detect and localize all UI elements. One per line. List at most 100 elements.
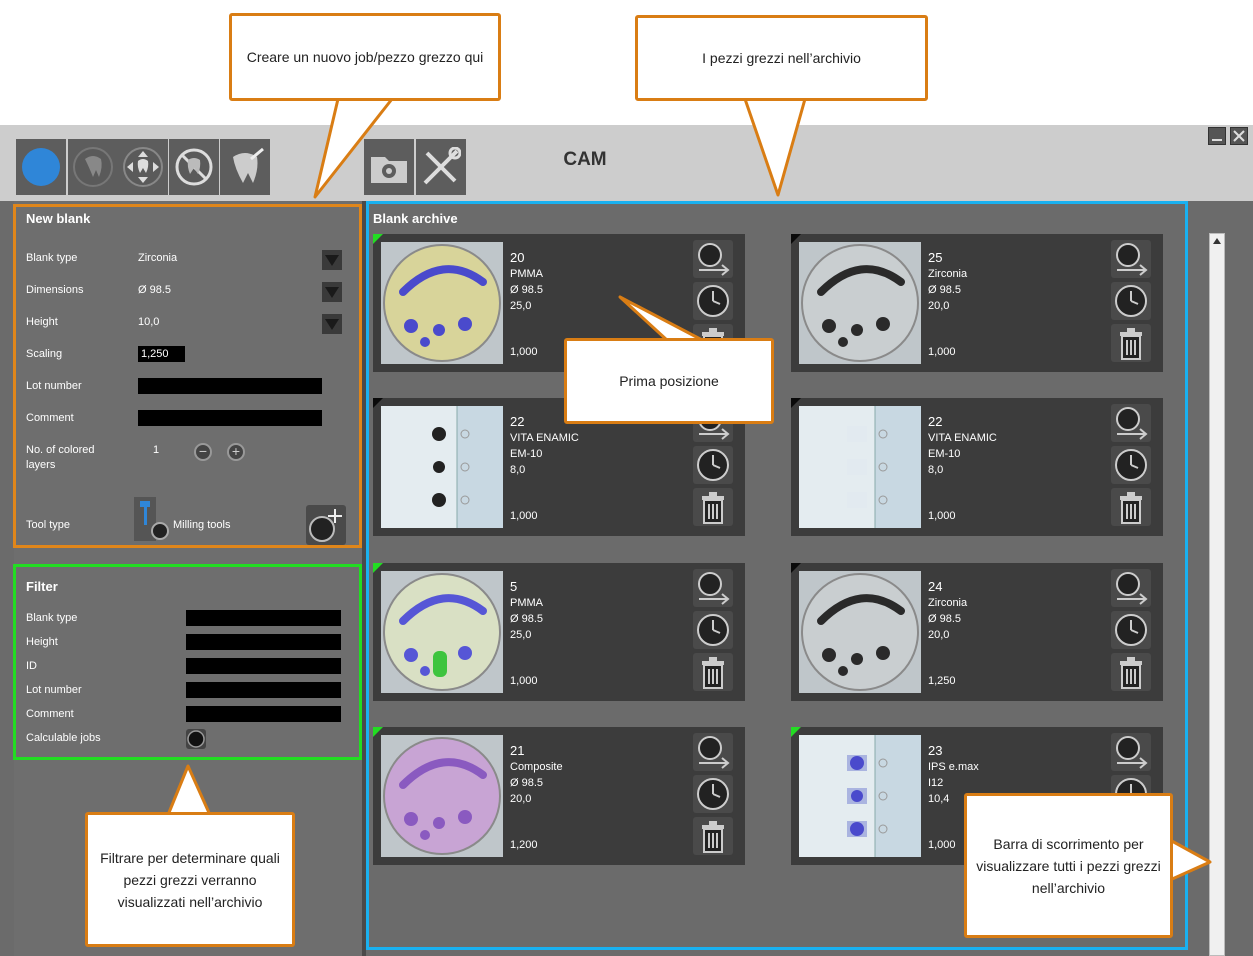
blank-scale: 1,000 bbox=[928, 346, 956, 358]
dimensions-label: Dimensions bbox=[26, 284, 84, 296]
filter-id-input[interactable] bbox=[186, 658, 341, 674]
blank-dimension: Ø 98.5 bbox=[928, 284, 962, 296]
tab-tools[interactable] bbox=[416, 139, 466, 195]
callout-filter: Filtrare per determinare quali pezzi gre… bbox=[85, 812, 295, 947]
blank-info: 22 VITA ENAMIC EM-10 8,0 bbox=[510, 414, 579, 478]
history-icon bbox=[697, 614, 729, 646]
create-blank-button[interactable] bbox=[306, 505, 346, 545]
blank-card[interactable]: 5 PMMA Ø 98.5 25,0 1,000 bbox=[373, 563, 745, 701]
load-blank-button[interactable] bbox=[1111, 569, 1151, 607]
load-blank-button[interactable] bbox=[1111, 404, 1151, 442]
scaling-input[interactable]: 1,250 bbox=[138, 346, 185, 362]
delete-blank-button[interactable] bbox=[693, 817, 733, 855]
blank-card[interactable]: 25 Zirconia Ø 98.5 20,0 1,000 bbox=[791, 234, 1163, 372]
filter-blank-type-input[interactable] bbox=[186, 610, 341, 626]
layers-increment-button[interactable]: + bbox=[227, 443, 245, 461]
load-arrow-icon bbox=[1116, 407, 1148, 440]
blank-id: 21 bbox=[510, 743, 525, 758]
settings-folder-icon bbox=[371, 157, 407, 183]
filter-height-input[interactable] bbox=[186, 634, 341, 650]
delete-blank-button[interactable] bbox=[1111, 488, 1151, 526]
load-arrow-icon bbox=[1116, 243, 1148, 276]
blank-thumbnail-frame bbox=[381, 571, 503, 693]
load-blank-button[interactable] bbox=[693, 240, 733, 278]
trash-icon bbox=[702, 657, 724, 689]
minimize-icon bbox=[1212, 139, 1222, 141]
blank-type-dropdown[interactable] bbox=[322, 250, 342, 270]
delete-blank-button[interactable] bbox=[1111, 653, 1151, 691]
history-icon bbox=[697, 778, 729, 810]
panel-divider bbox=[362, 201, 366, 956]
load-blank-button[interactable] bbox=[693, 733, 733, 771]
dimensions-dropdown[interactable] bbox=[322, 282, 342, 302]
tab-move[interactable] bbox=[118, 139, 168, 195]
tool-type-label: Tool type bbox=[26, 519, 71, 531]
toggle-circle-icon bbox=[187, 730, 205, 748]
history-button[interactable] bbox=[1111, 446, 1151, 484]
history-button[interactable] bbox=[693, 446, 733, 484]
blank-id: 22 bbox=[928, 414, 943, 429]
tab-settings-folder[interactable] bbox=[364, 139, 414, 195]
tab-circle[interactable] bbox=[16, 139, 66, 195]
blank-scale: 1,000 bbox=[510, 346, 538, 358]
load-arrow-icon bbox=[1116, 572, 1148, 605]
blank-info: 24 Zirconia Ø 98.5 20,0 bbox=[928, 579, 967, 643]
history-button[interactable] bbox=[1111, 611, 1151, 649]
comment-label: Comment bbox=[26, 412, 74, 424]
tool-type-value: Milling tools bbox=[173, 519, 231, 531]
tab-no-tooth[interactable] bbox=[169, 139, 219, 195]
blank-scale: 1,250 bbox=[928, 675, 956, 687]
blank-thumbnail-frame bbox=[381, 735, 503, 857]
blank-card[interactable]: 24 Zirconia Ø 98.5 20,0 1,250 bbox=[791, 563, 1163, 701]
blank-card[interactable]: 22 VITA ENAMIC EM-10 8,0 1,000 bbox=[791, 398, 1163, 536]
blank-material: IPS e.max bbox=[928, 761, 979, 773]
calculable-marker bbox=[373, 234, 383, 244]
comment-input[interactable] bbox=[138, 410, 322, 426]
blank-height: 8,0 bbox=[510, 464, 526, 476]
delete-blank-button[interactable] bbox=[1111, 324, 1151, 362]
history-button[interactable] bbox=[693, 611, 733, 649]
callout-scrollbar: Barra di scorrimento per visualizzare tu… bbox=[964, 793, 1173, 938]
history-button[interactable] bbox=[693, 775, 733, 813]
delete-blank-button[interactable] bbox=[693, 488, 733, 526]
lot-number-input[interactable] bbox=[138, 378, 322, 394]
blank-material: Zirconia bbox=[928, 268, 968, 280]
callout-archive: I pezzi grezzi nell’archivio bbox=[635, 15, 928, 101]
blank-thumbnail-frame bbox=[799, 571, 921, 693]
milling-tool-icon[interactable] bbox=[134, 497, 170, 541]
blank-height: 20,0 bbox=[928, 300, 950, 312]
delete-blank-button[interactable] bbox=[693, 653, 733, 691]
blank-id: 24 bbox=[928, 579, 943, 594]
height-label: Height bbox=[26, 316, 58, 328]
height-value: 10,0 bbox=[138, 316, 160, 328]
history-button[interactable] bbox=[1111, 282, 1151, 320]
blank-thumbnail-frame bbox=[381, 242, 503, 364]
height-dropdown[interactable] bbox=[322, 314, 342, 334]
blank-card[interactable]: 21 Composite Ø 98.5 20,0 1,200 bbox=[373, 727, 745, 865]
minimize-button[interactable] bbox=[1208, 127, 1226, 145]
close-button[interactable] bbox=[1230, 127, 1248, 145]
new-blank-title: New blank bbox=[26, 211, 91, 226]
blank-dimension: EM-10 bbox=[928, 448, 961, 460]
blank-scale: 1,000 bbox=[928, 510, 956, 522]
filter-lot-input[interactable] bbox=[186, 682, 341, 698]
filter-comment-label: Comment bbox=[26, 708, 74, 720]
blank-id: 23 bbox=[928, 743, 943, 758]
filter-comment-input[interactable] bbox=[186, 706, 341, 722]
blank-type-label: Blank type bbox=[26, 252, 78, 264]
load-blank-button[interactable] bbox=[1111, 240, 1151, 278]
calculable-jobs-toggle[interactable] bbox=[186, 729, 206, 749]
history-icon bbox=[1115, 614, 1147, 646]
calculable-marker bbox=[373, 727, 383, 737]
scroll-up-icon[interactable] bbox=[1213, 238, 1221, 244]
load-blank-button[interactable] bbox=[1111, 733, 1151, 771]
card-corner-marker bbox=[373, 398, 383, 408]
tab-tooth-tool[interactable] bbox=[220, 139, 270, 195]
archive-scrollbar[interactable] bbox=[1209, 233, 1225, 956]
move-icon bbox=[123, 147, 163, 187]
blank-info: 20 PMMA Ø 98.5 25,0 bbox=[510, 250, 543, 314]
tab-tooth[interactable] bbox=[68, 139, 118, 195]
blank-scale: 1,200 bbox=[510, 839, 538, 851]
load-blank-button[interactable] bbox=[693, 569, 733, 607]
layers-decrement-button[interactable]: − bbox=[194, 443, 212, 461]
